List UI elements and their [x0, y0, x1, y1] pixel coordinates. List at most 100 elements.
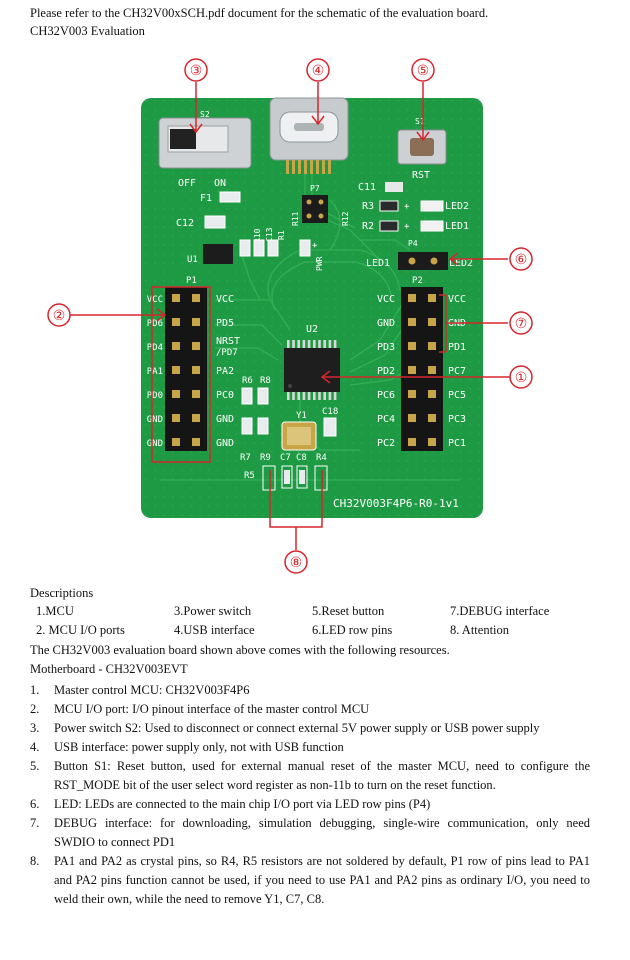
pin-label: PA1 [147, 367, 163, 377]
svg-text:Y1: Y1 [296, 411, 307, 421]
mcu-pin [292, 392, 295, 400]
mcu-pin [328, 392, 332, 400]
silk-r3: R3 [362, 201, 374, 212]
silk-p2: P2 [412, 276, 423, 286]
silk-p1: P1 [186, 276, 197, 286]
p1-pin [192, 438, 200, 446]
pin-label: GND [216, 414, 234, 425]
callout-circle-2 [47, 303, 71, 327]
pin-label: GND [147, 439, 163, 449]
io-header-p2 [401, 287, 443, 451]
svg-text:R9: R9 [260, 453, 271, 463]
descriptions-row-2: 2. MCU I/O ports 4.USB interface 6.LED r… [36, 623, 510, 637]
p2-pin [428, 318, 436, 326]
pin-label: VCC [216, 294, 234, 305]
mcu-pin [307, 340, 311, 348]
p1-pin [192, 294, 200, 302]
svg-text:R4: R4 [316, 453, 327, 463]
header-line-2: CH32V003 Evaluation [30, 24, 145, 38]
silk-p1-sub: /PD7 [216, 348, 238, 358]
descriptions-heading: Descriptions [30, 586, 94, 600]
silk-r2: R2 [362, 221, 374, 232]
silk-p4: P4 [408, 239, 418, 248]
svg-text:C13: C13 [265, 227, 274, 242]
p2-pin [428, 294, 436, 302]
silk-u2: U2 [306, 324, 318, 335]
mcu-pin [287, 340, 290, 348]
mcu-pin [313, 392, 316, 400]
pin-label: PD6 [147, 319, 163, 329]
p2-pin [428, 390, 436, 398]
p1-pin [172, 318, 180, 326]
svg-text:R11: R11 [291, 211, 300, 226]
mcu-pin [297, 340, 300, 348]
descriptions-row-1: 1.MCU 3.Power switch 5.Reset button 7.DE… [36, 604, 550, 618]
pin-label: PC6 [377, 390, 395, 401]
silk-s2: S2 [200, 110, 210, 119]
p2-pin [408, 342, 416, 350]
silk-s1: S1 [415, 117, 425, 126]
mcu-pin [287, 392, 290, 400]
pin-label: PC7 [448, 366, 466, 377]
svg-text:+: + [404, 202, 410, 212]
callout-number-7: ⑦ [515, 316, 528, 332]
p1-pin [192, 318, 200, 326]
mcu-pin [318, 340, 321, 348]
mcu-pin [307, 392, 311, 400]
p1-pin [192, 390, 200, 398]
p1-pin [172, 366, 180, 374]
silk-u1: U1 [187, 255, 198, 265]
p2-pin [408, 390, 416, 398]
pin-label: PD5 [216, 318, 234, 329]
pin-label: NRST [216, 336, 240, 347]
callout-circle-5 [411, 58, 435, 82]
silk-off: OFF [178, 178, 196, 189]
mcu-pin [292, 340, 295, 348]
pin-label: PD2 [377, 366, 395, 377]
p1-pin [172, 294, 180, 302]
header-line-1: Please refer to the CH32V00xSCH.pdf docu… [30, 6, 489, 20]
mcu-pin [313, 340, 316, 348]
p1-pin [172, 390, 180, 398]
p1-pin [172, 438, 180, 446]
p2-pin [408, 294, 416, 302]
pin-label: PD0 [147, 391, 163, 401]
pin-label: GND [147, 415, 163, 425]
p1-pin [192, 342, 200, 350]
callout-number-3: ③ [190, 63, 203, 79]
mcu-pin [318, 392, 321, 400]
evaluation-board-photo: S2 OFF ON F1 S1 RST C11 R3 R2 LED2 LED1 … [47, 58, 533, 574]
pin-label: GND [216, 438, 234, 449]
svg-text:C18: C18 [322, 407, 338, 417]
mcu-pin [323, 340, 326, 348]
svg-text:+: + [312, 241, 318, 251]
pin-label: PD4 [147, 343, 163, 353]
silk-c12: C12 [176, 218, 194, 229]
p2-pin [408, 366, 416, 374]
motherboard-heading: Motherboard - CH32V003EVT [30, 662, 188, 676]
svg-text:R5: R5 [244, 471, 255, 481]
pin-label: PD3 [377, 342, 395, 353]
silk-f1: F1 [200, 193, 212, 204]
pin-label: PC3 [448, 414, 466, 425]
mcu-chip-u2 [284, 348, 340, 392]
pin-label: PC4 [377, 414, 395, 425]
silk-led1: LED1 [445, 221, 469, 232]
callout-number-4: ④ [312, 63, 325, 79]
mcu-pin [323, 392, 326, 400]
pin-label: PA2 [216, 366, 234, 377]
callout-circle-3 [184, 58, 208, 82]
p1-pin [172, 342, 180, 350]
p2-pin [428, 438, 436, 446]
p2-pin [408, 318, 416, 326]
mcu-pin [297, 392, 300, 400]
p1-pin [192, 414, 200, 422]
callout-number-8: ⑧ [290, 555, 303, 571]
silk-led2-row: LED2 [449, 258, 473, 269]
silk-on: ON [214, 178, 226, 189]
callout-number-2: ② [53, 308, 66, 324]
mcu-pin [302, 340, 306, 348]
pin-label: VCC [377, 294, 395, 305]
p2-pin [428, 366, 436, 374]
led-row-pins-p4 [398, 252, 448, 270]
